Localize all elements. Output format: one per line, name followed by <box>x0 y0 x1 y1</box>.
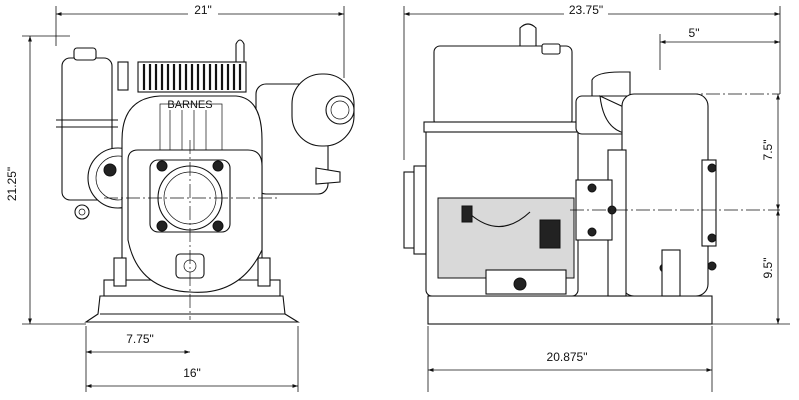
front-cylinder-fins <box>117 39 247 93</box>
side-crankcase-detail <box>437 197 575 295</box>
dim-side-width: 23.75" <box>569 3 603 17</box>
side-pump-casing <box>607 93 717 297</box>
front-view: BARNES <box>56 39 355 323</box>
side-base-plate <box>427 295 713 325</box>
dim-front-height: 21.25" <box>5 167 19 201</box>
dim-front-base-width: 16" <box>183 366 201 380</box>
side-view <box>403 23 780 325</box>
brand-label: BARNES <box>167 99 212 111</box>
dim-side-base-width: 20.875" <box>547 350 588 364</box>
dim-side-discharge-offset: 5" <box>689 26 700 40</box>
dim-front-width: 21" <box>194 3 212 17</box>
front-dimensions: 21" 21.25" 7.75" 16" <box>4 2 345 392</box>
side-pulley <box>403 165 427 255</box>
dim-front-base-offset: 7.75" <box>126 332 154 346</box>
dim-side-lower-height: 9.5" <box>761 258 775 279</box>
dim-side-upper-height: 7.5" <box>761 140 775 161</box>
side-discharge-elbow <box>575 71 633 135</box>
side-dimensions: 23.75" 5" 7.5" 9.5" 20.875" <box>403 2 790 392</box>
front-muffler <box>255 73 355 195</box>
